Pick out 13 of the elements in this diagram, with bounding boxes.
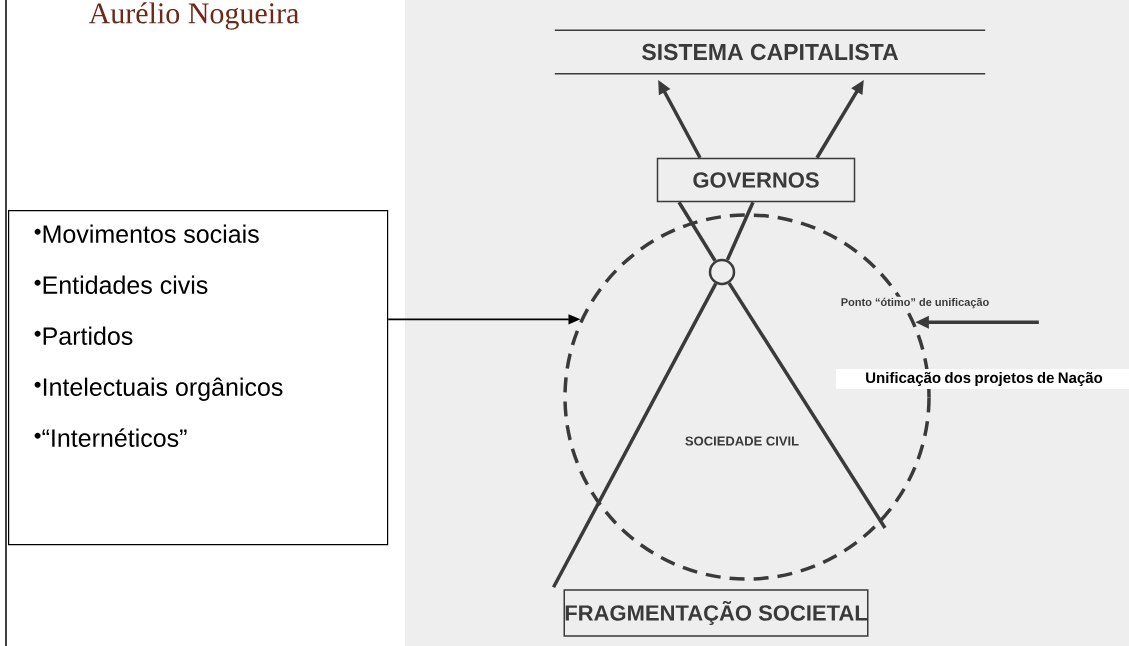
node-label: SOCIEDADE CIVIL (685, 436, 799, 446)
list-item: Movimentos sociais (34, 224, 259, 243)
small-circle (708, 258, 736, 286)
band: SISTEMA CAPITALISTA (554, 29, 986, 75)
list-item: Intelectuais orgânicos (34, 377, 283, 401)
box: FRAGMENTAÇÃO SOCIETAL (563, 589, 869, 637)
note: Unificação dos projetos de Nação (836, 369, 1129, 389)
box: GOVERNOS (656, 157, 856, 203)
list-item: Entidades civis (34, 275, 208, 294)
list-item: Partidos (34, 326, 133, 345)
list-item: “Internéticos” (34, 428, 187, 447)
list-box (8, 210, 389, 546)
author-name: Aurélio Nogueira (88, 2, 299, 30)
